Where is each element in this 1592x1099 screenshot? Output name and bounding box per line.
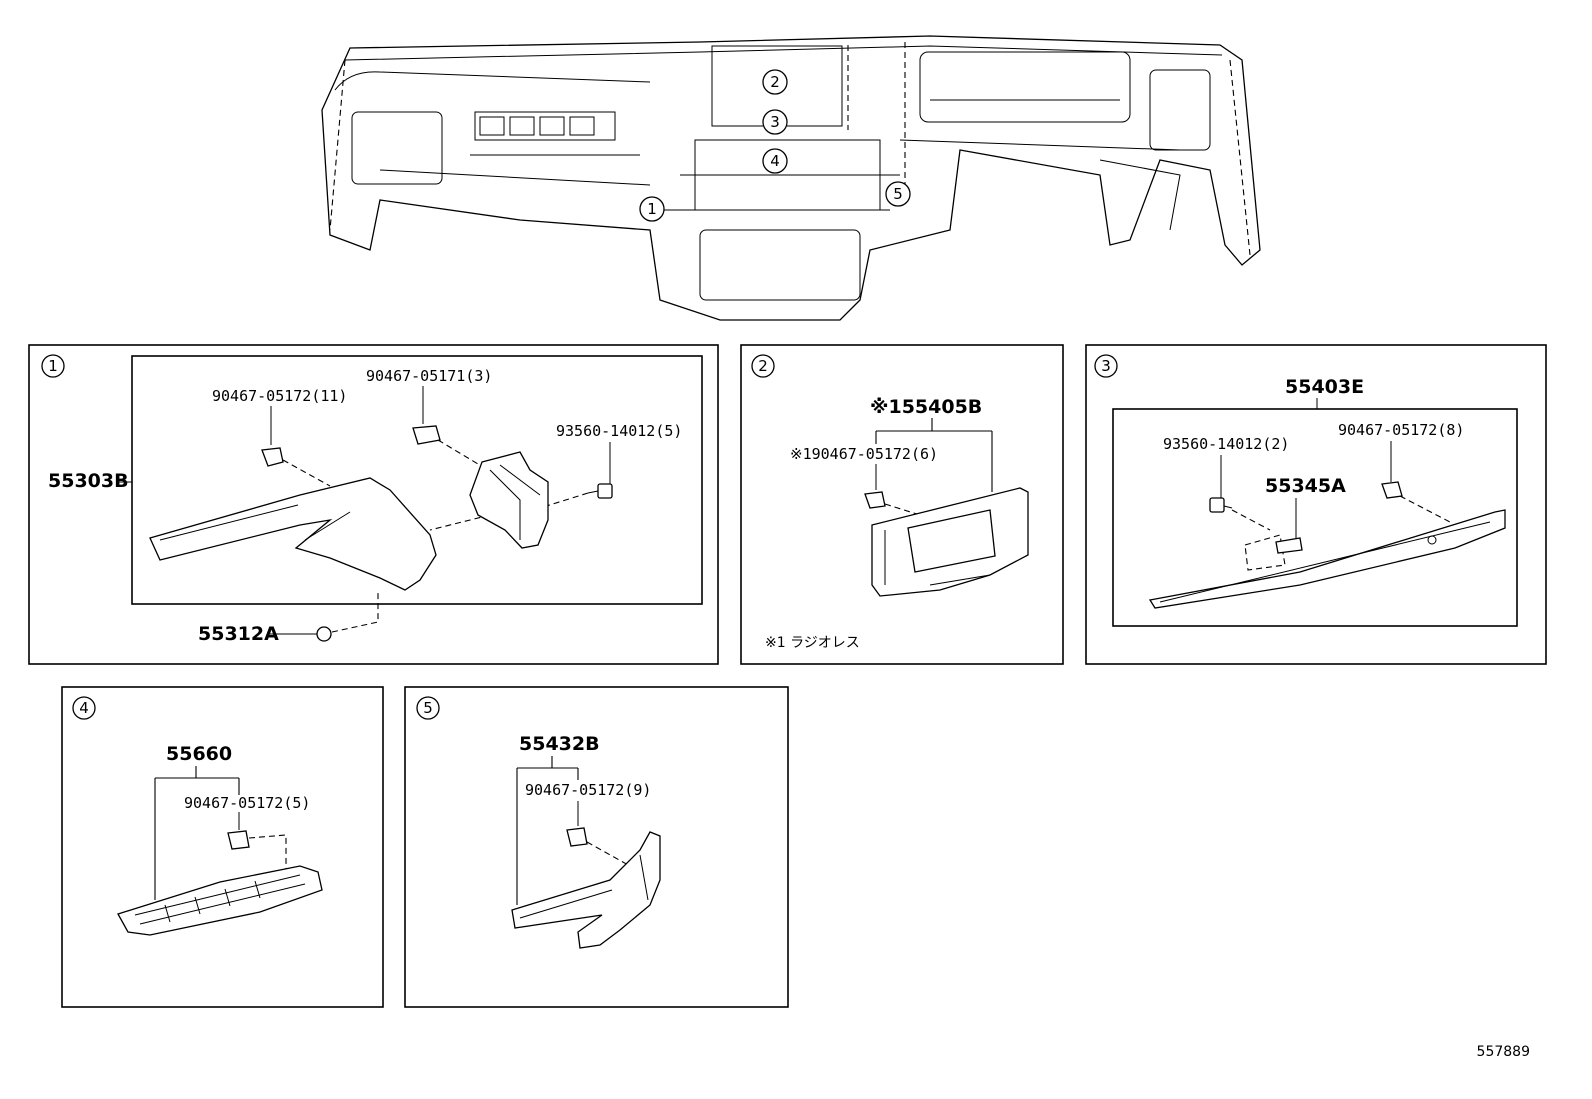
part-screw-label[interactable]: 93560-14012(5) [556,422,682,440]
svg-text:4: 4 [770,152,780,170]
part-55432B-label[interactable]: 55432B [519,733,600,755]
clip-b-icon [412,425,441,445]
clip-icon-3 [1381,481,1403,499]
instrument-panel-overview [321,35,1261,321]
panel-3: 3 55403E 93560-14012(2) 90467-05172(8) 5… [1085,344,1547,665]
panel-1-frame [28,344,719,665]
panel-1: 1 55303B 90467-05172(11) 90467-05171(3) … [28,344,719,665]
part-55660-label[interactable]: 55660 [166,743,232,765]
part-clip-b-label[interactable]: 90467-05171(3) [366,367,492,385]
panel-3-number: 3 [1101,357,1111,375]
clip-icon-5 [566,827,588,847]
part-55345A-label[interactable]: 55345A [1265,475,1346,497]
bracket-assembly-shape [469,451,549,549]
screw-icon [587,483,613,499]
callout-4[interactable]: 4 [762,148,788,174]
clip-icon-4 [227,830,250,850]
panel-4-badge [72,696,96,720]
svg-text:1: 1 [647,200,657,218]
panel-5: 5 55432B 90467-05172(9) [404,686,789,1008]
panel-2-badge [751,354,775,378]
part-clip-label-3[interactable]: 90467-05172(8) [1338,421,1464,439]
panel-5-number: 5 [423,699,433,717]
part-55303B-label[interactable]: 55303B [48,470,129,492]
panel-2-frame [740,344,1064,665]
part-screw-label-3[interactable]: 93560-14012(2) [1163,435,1289,453]
callout-5[interactable]: 5 [885,181,911,207]
panel-4: 4 55660 90467-05172(5) [61,686,384,1008]
panel-3-assembly-frame [1112,408,1518,627]
part-55660-shape [117,865,323,936]
panel-1-assembly-frame [131,355,703,605]
part-clip-label-5[interactable]: 90467-05172(9) [525,781,651,799]
panel-3-badge [1094,354,1118,378]
part-clip-label-4[interactable]: 90467-05172(5) [184,794,310,812]
svg-text:5: 5 [893,185,903,203]
callout-2[interactable]: 2 [762,69,788,95]
part-clip-a-label[interactable]: 90467-05172(11) [212,387,347,405]
clip-a-icon [261,447,284,467]
panel-2: 2 ※155405B ※190467-05172(6) ※1 ラジオレス [740,344,1064,665]
panel-2-note: ※1 ラジオレス [765,635,860,651]
bracket-55345A-icon [1275,537,1303,554]
panel-5-badge [416,696,440,720]
part-55303B-shape [149,477,437,591]
clip-icon [864,491,886,509]
part-55403E-label[interactable]: 55403E [1285,376,1364,398]
svg-text:2: 2 [770,73,780,91]
overview-callouts: 2 3 4 5 1 [639,69,911,222]
panel-4-number: 4 [79,699,89,717]
part-55312A-label[interactable]: 55312A [198,623,279,645]
callout-1[interactable]: 1 [639,196,665,222]
panel-4-frame [61,686,384,1008]
panel-2-number: 2 [758,357,768,375]
part-55403E-shape [1148,509,1506,609]
panel-3-frame [1085,344,1547,665]
panel-1-badge [41,354,65,378]
callout-3[interactable]: 3 [762,109,788,135]
panel-1-number: 1 [48,357,58,375]
panel-5-frame [404,686,789,1008]
part-55405B-label[interactable]: ※155405B [870,396,982,418]
diagram-reference-number: 557889 [1477,1044,1530,1060]
cap-icon [316,626,332,642]
screw-icon-3 [1209,497,1233,513]
part-55432B-shape [511,831,661,949]
svg-text:3: 3 [770,113,780,131]
part-clip-label[interactable]: ※190467-05172(6) [790,445,938,463]
